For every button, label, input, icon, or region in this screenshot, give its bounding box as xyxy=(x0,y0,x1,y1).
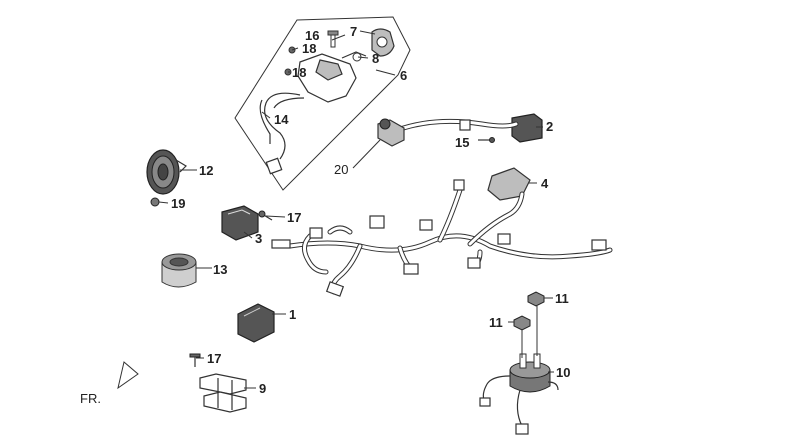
part-13-cylinder xyxy=(161,253,197,288)
part-19-bolt xyxy=(150,197,160,207)
front-direction-arrow xyxy=(117,361,139,390)
leader-lines xyxy=(158,30,554,389)
part-15-screw xyxy=(478,137,495,143)
callout-18-lower: 18 xyxy=(292,65,306,80)
callout-16: 16 xyxy=(305,28,319,43)
main-wiring-harness xyxy=(271,179,613,297)
ignition-switch-assembly-frame xyxy=(234,16,411,191)
callout-10: 10 xyxy=(556,365,570,380)
callout-12: 12 xyxy=(199,163,213,178)
part-11-nut-upper xyxy=(527,291,545,307)
callout-20: 20 xyxy=(334,162,348,177)
part-9-connector xyxy=(199,373,247,413)
callout-7: 7 xyxy=(350,24,357,39)
part-11-nut-lower xyxy=(513,315,531,331)
callout-19: 19 xyxy=(171,196,185,211)
part-10-starter-relay xyxy=(479,353,559,435)
callout-2: 2 xyxy=(546,119,553,134)
part-16-bolt xyxy=(327,30,339,48)
callout-14: 14 xyxy=(274,112,289,127)
callout-11-lower: 11 xyxy=(489,315,503,330)
callout-6: 6 xyxy=(400,68,407,83)
part-7-lock-cover xyxy=(371,28,395,57)
callouts: 7 16 18 8 18 6 14 2 15 20 12 4 19 17 3 1… xyxy=(80,24,570,406)
front-direction-label: FR. xyxy=(80,391,101,406)
part-3-relay xyxy=(221,205,259,241)
callout-8: 8 xyxy=(372,51,379,66)
callout-1: 1 xyxy=(289,307,296,322)
callout-3: 3 xyxy=(255,231,262,246)
part-17-screw-lower xyxy=(189,353,201,367)
callout-11-upper: 11 xyxy=(555,291,569,306)
part-2-ignition-coil xyxy=(389,113,543,143)
callout-17-lower: 17 xyxy=(207,351,221,366)
callout-17-upper: 17 xyxy=(287,210,301,225)
part-1-rectifier xyxy=(237,303,275,343)
callout-15: 15 xyxy=(455,135,469,150)
part-17-screw-upper xyxy=(258,210,273,221)
callout-18-upper: 18 xyxy=(302,41,316,56)
part-12-horn xyxy=(146,149,187,195)
part-20-spark-plug-cap xyxy=(377,118,405,147)
part-6-ignition-switch xyxy=(259,46,367,175)
callout-9: 9 xyxy=(259,381,266,396)
callout-4: 4 xyxy=(541,176,549,191)
callout-13: 13 xyxy=(213,262,227,277)
